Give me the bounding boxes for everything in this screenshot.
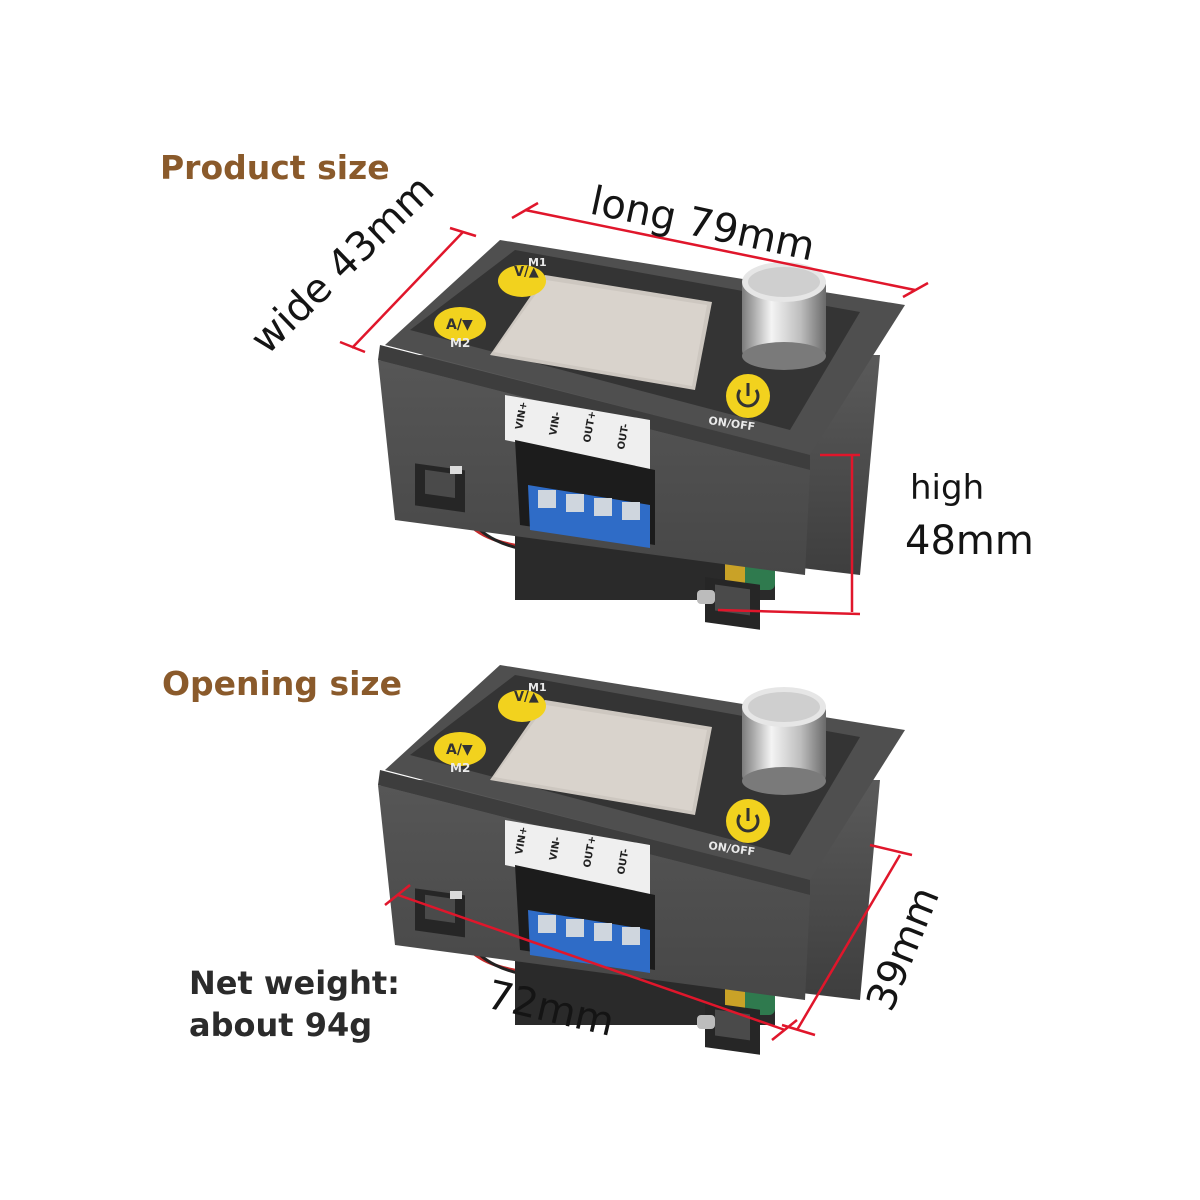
device-photo-top <box>376 238 907 632</box>
dimension-lines-opening <box>384 843 913 1041</box>
opening-size-heading: Opening size <box>162 664 403 703</box>
opening-width-line <box>397 893 786 1032</box>
width-dimension-line <box>351 231 464 349</box>
device-photo-bottom <box>376 663 907 1057</box>
net-weight-value: about 94g <box>189 1006 373 1044</box>
button-m1-tag: M1 <box>528 256 547 269</box>
terminal-label-vin-plus-2: VIN+ <box>514 826 530 856</box>
product-size-heading: Product size <box>160 148 390 187</box>
terminal-label-out-plus: OUT+ <box>582 410 598 443</box>
height-word-label: high <box>910 468 985 508</box>
button-a-down-label-2: A/▼ <box>446 742 473 758</box>
length-dimension-line <box>524 208 916 292</box>
button-a-down-label: A/▼ <box>446 317 473 333</box>
terminal-label-out-minus: OUT- <box>616 423 631 451</box>
button-v-up-label-2: V/▲ <box>514 690 539 705</box>
net-weight-label: Net weight: <box>189 964 400 1002</box>
terminal-label-vin-minus-2: VIN- <box>548 836 563 862</box>
terminal-label-out-plus-2: OUT+ <box>582 835 598 868</box>
opening-height-line <box>795 854 902 1031</box>
terminal-label-vin-plus: VIN+ <box>514 401 530 431</box>
power-button-label-2: ON/OFF <box>708 839 756 858</box>
terminal-label-vin-minus: VIN- <box>548 411 563 437</box>
height-value-label: 48mm <box>905 518 1034 564</box>
button-m2-tag: M2 <box>450 336 470 350</box>
terminal-label-out-minus-2: OUT- <box>616 848 631 876</box>
power-button-label: ON/OFF <box>708 414 756 433</box>
button-m2-tag-2: M2 <box>450 761 470 775</box>
button-v-up-label: V/▲ <box>514 265 539 280</box>
button-m1-tag-2: M1 <box>528 681 547 694</box>
dimension-lines-product <box>339 201 929 616</box>
